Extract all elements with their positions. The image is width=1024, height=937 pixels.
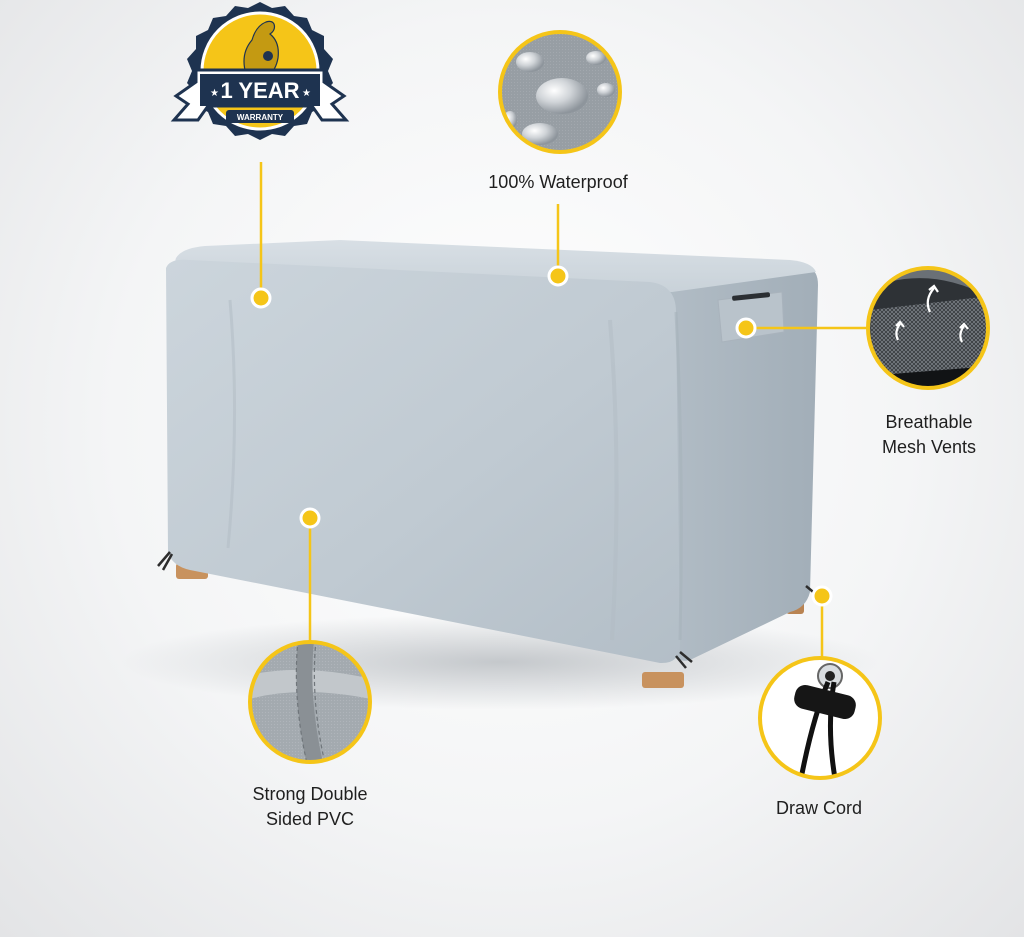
pvc-detail xyxy=(248,640,372,764)
badge-line1: 1 YEAR xyxy=(220,78,299,103)
drawcord-detail xyxy=(758,656,882,780)
seal-icon xyxy=(243,20,279,77)
dot-vents xyxy=(735,317,757,339)
waterproof-label-text: 100% Waterproof xyxy=(488,172,628,192)
dot-waterproof xyxy=(547,265,569,287)
cover-front-panel xyxy=(166,259,681,664)
vents-label: Breathable Mesh Vents xyxy=(862,410,996,460)
drawcord-label-text: Draw Cord xyxy=(775,798,863,818)
cover-side-panel xyxy=(668,268,818,661)
cover-top xyxy=(175,240,817,292)
pvc-label-line1: Strong Double xyxy=(252,784,368,804)
star-icon: ★ xyxy=(210,88,219,99)
warranty-badge: 1 YEAR WARRANTY ★ ★ xyxy=(170,2,350,140)
dot-drawcord xyxy=(811,585,833,607)
pvc-label-line2: Sided PVC xyxy=(265,809,355,829)
pvc-label: Strong Double Sided PVC xyxy=(228,782,392,832)
vents-label-line2: Mesh Vents xyxy=(881,437,977,457)
arrow-up-icon xyxy=(895,284,969,343)
vents-detail xyxy=(866,266,990,390)
callout-lines xyxy=(259,162,868,658)
vents-label-line1: Breathable xyxy=(885,412,973,432)
vent-slot xyxy=(732,292,771,301)
dot-pvc xyxy=(299,507,321,529)
dot-warranty xyxy=(250,287,272,309)
callout-dots xyxy=(250,265,833,607)
waterproof-label: 100% Waterproof xyxy=(470,170,646,195)
wood-foot-front xyxy=(642,672,684,688)
drawcord-label: Draw Cord xyxy=(760,796,878,821)
waterproof-detail xyxy=(498,30,622,154)
star-icon: ★ xyxy=(302,88,311,99)
badge-line2: WARRANTY xyxy=(237,113,284,122)
